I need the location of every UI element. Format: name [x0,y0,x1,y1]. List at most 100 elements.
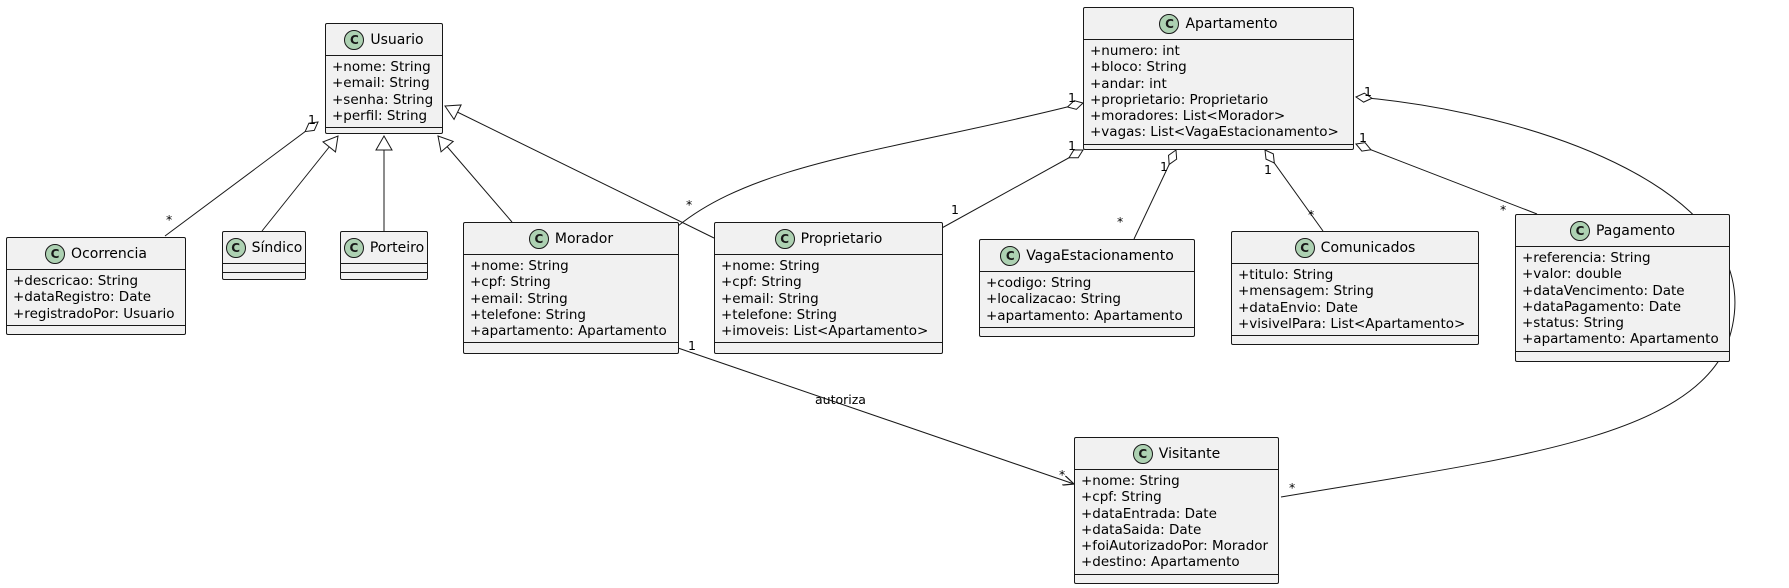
attribute: +nome: String [721,258,820,274]
attribute-list: +nome: String +cpf: String +dataEntrada:… [1075,470,1278,575]
aggregation-diamond [1354,92,1373,103]
attribute: +apartamento: Apartamento [986,307,1183,324]
class-header: C Visitante [1075,438,1278,470]
multiplicity-label: 1 [1359,130,1367,145]
class-header: C Síndico [223,232,305,264]
class-icon: C [1132,443,1153,464]
class-porteiro[interactable]: C Porteiro [340,231,428,280]
attribute: +bloco: String [1090,59,1187,76]
attribute: +nome: String [470,258,569,274]
inheritance-arrowhead [437,135,455,153]
attribute: +numero: int [1090,43,1180,59]
attribute: +localizacao: String [986,291,1121,308]
relationship-line-aggregation [1355,143,1538,215]
multiplicity-label: * [1059,467,1066,482]
class-comunicados[interactable]: C Comunicados +titulo: String +mensagem:… [1231,231,1479,345]
attribute: +proprietario: Proprietario [1090,91,1269,108]
class-header: C Proprietario [715,223,942,255]
aggregation-diamond [1068,149,1084,159]
relationship-line-aggregation [677,102,1084,227]
operation-list [7,326,185,332]
attribute: +perfil: String [332,107,428,124]
multiplicity-label: * [1289,480,1296,495]
class-header: C Porteiro [341,232,427,264]
class-name: Porteiro [369,239,425,256]
relationship-line-inheritance [261,135,339,232]
attribute-list: +descricao: String +dataRegistro: Date +… [7,270,185,326]
multiplicity-label: 1 [1364,84,1372,99]
multiplicity-label: 1 [951,202,959,217]
attribute: +registradoPor: Usuario [13,305,175,322]
attribute-list: +codigo: String +localizacao: String +ap… [980,272,1194,328]
class-proprietario[interactable]: C Proprietario +nome: String +cpf: Strin… [714,222,943,354]
class-icon: C [344,29,365,50]
class-name: VagaEstacionamento [1026,247,1174,264]
attribute: +dataEnvio: Date [1238,299,1358,316]
relationship-line-inheritance [444,105,715,239]
attribute: +codigo: String [986,275,1092,291]
attribute: +apartamento: Apartamento [470,323,667,340]
aggregation-diamond [304,121,319,133]
multiplicity-label: * [166,212,173,227]
class-apartamento[interactable]: C Apartamento +numero: int +bloco: Strin… [1083,7,1354,150]
aggregation-diamond [1264,149,1275,164]
attribute-list: +nome: String +cpf: String +email: Strin… [464,255,678,344]
class-pagamento[interactable]: C Pagamento +referencia: String +valor: … [1515,214,1730,362]
aggregation-diamond [1066,100,1084,110]
class-name: Comunicados [1320,239,1416,256]
class-header: C Ocorrencia [7,238,185,270]
class-vaga-estacionamento[interactable]: C VagaEstacionamento +codigo: String +lo… [979,239,1195,337]
attribute: +referencia: String [1522,250,1651,266]
class-sindico[interactable]: C Síndico [222,231,306,280]
operation-list [1232,336,1478,342]
attribute: +telefone: String [470,306,586,323]
operation-list [464,343,678,349]
class-name: Visitante [1158,445,1221,462]
multiplicity-label: 1 [1068,90,1076,105]
class-name: Apartamento [1185,15,1278,32]
inheritance-arrowhead [322,135,339,153]
class-header: C Apartamento [1084,8,1353,40]
operation-list [980,328,1194,334]
aggregation-diamond [1355,142,1372,152]
class-header: C Comunicados [1232,232,1478,264]
class-visitante[interactable]: C Visitante +nome: String +cpf: String +… [1074,437,1279,584]
relationship-line-inheritance [437,135,513,223]
aggregation-diamond [1167,149,1178,166]
class-icon: C [343,237,364,258]
class-name: Morador [554,230,614,247]
operation-list [1075,575,1278,581]
attribute: +andar: int [1090,75,1167,92]
class-header: C VagaEstacionamento [980,240,1194,272]
class-header: C Pagamento [1516,215,1729,247]
attribute: +dataRegistro: Date [13,289,152,306]
relationship-line-aggregation [939,149,1084,230]
class-name: Pagamento [1595,222,1676,239]
inheritance-arrowhead [444,104,462,121]
attribute: +dataVencimento: Date [1522,282,1685,299]
attribute: +nome: String [1081,473,1180,489]
attribute-list [223,264,305,273]
attribute: +apartamento: Apartamento [1522,331,1719,348]
class-ocorrencia[interactable]: C Ocorrencia +descricao: String +dataReg… [6,237,186,335]
class-usuario[interactable]: C Usuario +nome: String +email: String +… [325,23,443,134]
multiplicity-label: 1 [308,112,316,127]
class-icon: C [225,237,246,258]
operation-list [326,128,442,134]
class-header: C Morador [464,223,678,255]
class-header: C Usuario [326,24,442,56]
attribute: +email: String [332,75,430,92]
attribute: +titulo: String [1238,267,1334,283]
attribute-list: +nome: String +email: String +senha: Str… [326,56,442,129]
attribute: +senha: String [332,91,434,108]
relationship-line-association [677,347,1074,484]
multiplicity-label: 1 [1068,138,1076,153]
attribute: +dataSaida: Date [1081,521,1202,538]
operation-list [1516,352,1729,358]
attribute: +visivelPara: List<Apartamento> [1238,315,1466,332]
class-morador[interactable]: C Morador +nome: String +cpf: String +em… [463,222,679,354]
multiplicity-label: 1 [1264,162,1272,177]
class-name: Síndico [251,239,303,256]
attribute: +telefone: String [721,306,837,323]
class-icon: C [1000,245,1021,266]
